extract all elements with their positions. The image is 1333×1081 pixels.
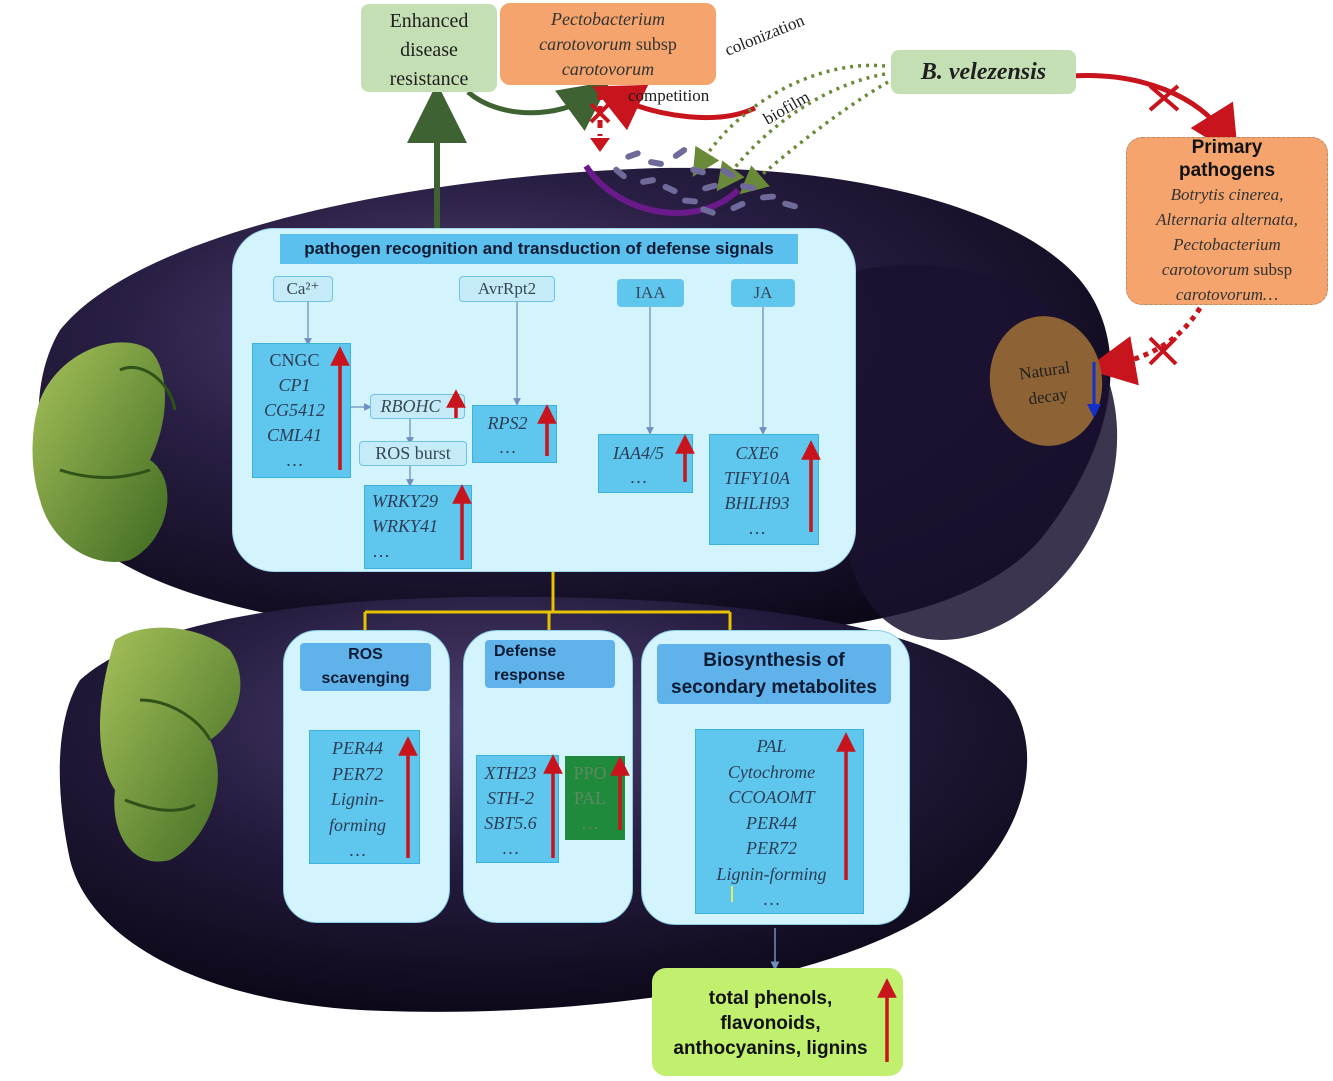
velezensis-box: B. velezensis	[891, 50, 1076, 94]
ca-chip: Ca²⁺	[273, 276, 333, 302]
defense-header: Defense response	[485, 640, 615, 688]
primary-to-decay-arrow	[1085, 306, 1203, 386]
ca-gene-box: CNGC CP1 CG5412 CML41 …	[252, 343, 351, 478]
pcc-line-3: carotovorum	[561, 59, 655, 79]
decay-block-cross	[1148, 336, 1178, 366]
gene-cxe6: CXE6	[735, 443, 779, 463]
gene-cp1: CP1	[278, 375, 311, 395]
pcc-box: Pectobacterium carotovorum subsp carotov…	[500, 3, 716, 85]
gene-cytochrome: Cytochrome	[727, 761, 816, 782]
primary-list: Botrytis cinerea, Alternaria alternata, …	[1156, 185, 1298, 304]
up-arrow-biosynth-icon	[836, 732, 856, 880]
primary-title: Primary pathogens	[1178, 137, 1276, 181]
up-arrow-ja-icon	[801, 440, 821, 532]
competition-label: competition	[628, 86, 710, 105]
bacteria-cluster	[613, 147, 798, 216]
gene-per44: PER44	[332, 738, 383, 758]
ros-burst-box: ROS burst	[359, 441, 467, 466]
gene-wrky41: WRKY41	[372, 516, 439, 536]
up-arrow-iaa-icon	[675, 434, 695, 482]
fruit-surface-arc	[583, 164, 741, 216]
gene-sth2: STH-2	[486, 788, 534, 808]
output-line-2: flavonoids,	[720, 1013, 821, 1034]
enhanced-line-3: resistance	[389, 68, 469, 90]
rps2-gene-box: RPS2 …	[472, 405, 557, 463]
output-line-1: total phenols,	[708, 988, 833, 1009]
up-arrow-ca-icon	[330, 346, 350, 470]
primary-pathogens-box: Primary pathogens Botrytis cinerea, Alte…	[1126, 137, 1328, 305]
gene-per72-2: PER72	[746, 838, 797, 858]
gene-per44-2: PER44	[746, 812, 797, 833]
up-arrow-defense-right-icon	[610, 756, 630, 830]
gene-ppo: PPO	[573, 763, 607, 783]
defense-gene-box-left: XTH23 STH-2 SBT5.6 …	[476, 755, 559, 863]
decay-down-arrow	[1087, 362, 1101, 418]
gene-ccoaomt: CCOAOMT	[728, 787, 815, 807]
competition-arrow	[592, 84, 757, 131]
gene-cml41: CML41	[266, 425, 322, 445]
gene-more: …	[285, 450, 304, 470]
up-arrow-ros-icon	[398, 736, 418, 858]
gene-cngc: CNGC	[269, 350, 320, 370]
pcc-line-2a: carotovorum	[539, 34, 632, 54]
ja-gene-box: CXE6 TIFY10A BHLH93 …	[709, 434, 819, 545]
pcc-block-cross	[589, 102, 611, 124]
biofilm-arrow-2	[739, 80, 889, 195]
velezensis-to-primary-arrow	[1071, 73, 1239, 158]
gene-tify10a: TIFY10A	[723, 468, 790, 488]
biosynthesis-gene-box: PAL Cytochrome CCOAOMT PER44 PER72 Ligni…	[695, 729, 864, 914]
arrow-resistance-to-pcc	[466, 81, 611, 131]
gene-pal: PAL	[573, 788, 607, 808]
up-arrow-rbohc-icon	[446, 389, 466, 418]
wrky-gene-box: WRKY29 WRKY41 …	[364, 485, 472, 569]
biosynthesis-header: Biosynthesis of secondary metabolites	[657, 644, 891, 704]
up-arrow-output-icon	[877, 978, 897, 1062]
colonization-arrow	[692, 63, 886, 177]
gene-wrky29: WRKY29	[372, 491, 439, 511]
pcc-blocked-arrowhead	[590, 138, 610, 152]
up-arrow-wrky-icon	[452, 484, 472, 560]
up-arrow-defense-left-icon	[543, 754, 563, 858]
pcc-line-1: Pectobacterium	[551, 9, 665, 29]
enhanced-resistance-box: Enhanced disease resistance	[361, 4, 497, 92]
gene-rps2: RPS2	[487, 413, 528, 433]
gene-xth23: XTH23	[484, 763, 537, 783]
enhanced-line-1: Enhanced	[389, 10, 469, 32]
avrrpt2-chip: AvrRpt2	[459, 276, 555, 302]
gene-bhlh93: BHLH93	[724, 493, 790, 513]
iaa-gene-box: IAA4/5 …	[598, 434, 693, 493]
gene-cg5412: CG5412	[263, 400, 325, 420]
ros-header: ROS scavenging	[300, 643, 431, 691]
recognition-header: pathogen recognition and transduction of…	[280, 234, 798, 264]
gene-iaa45: IAA4/5	[613, 443, 664, 463]
biofilm-arrow-1	[716, 72, 886, 192]
ja-chip: JA	[731, 279, 795, 307]
pcc-line-2b: subsp	[635, 34, 677, 54]
gene-pal-2: PAL	[756, 736, 787, 756]
metabolites-output-box: total phenols, flavonoids, anthocyanins,…	[652, 968, 903, 1076]
up-arrow-rps2-icon	[537, 404, 557, 456]
gene-per72: PER72	[332, 763, 383, 784]
primary-block-cross	[1148, 84, 1180, 112]
enhanced-line-2: disease	[400, 39, 458, 61]
gene-sbt56: SBT5.6	[484, 813, 537, 833]
gene-lignin-forming: Lignin-forming	[716, 863, 827, 884]
output-line-3: anthocyanins, lignins	[673, 1038, 868, 1059]
iaa-chip: IAA	[617, 279, 684, 307]
upper-calyx	[32, 342, 168, 562]
